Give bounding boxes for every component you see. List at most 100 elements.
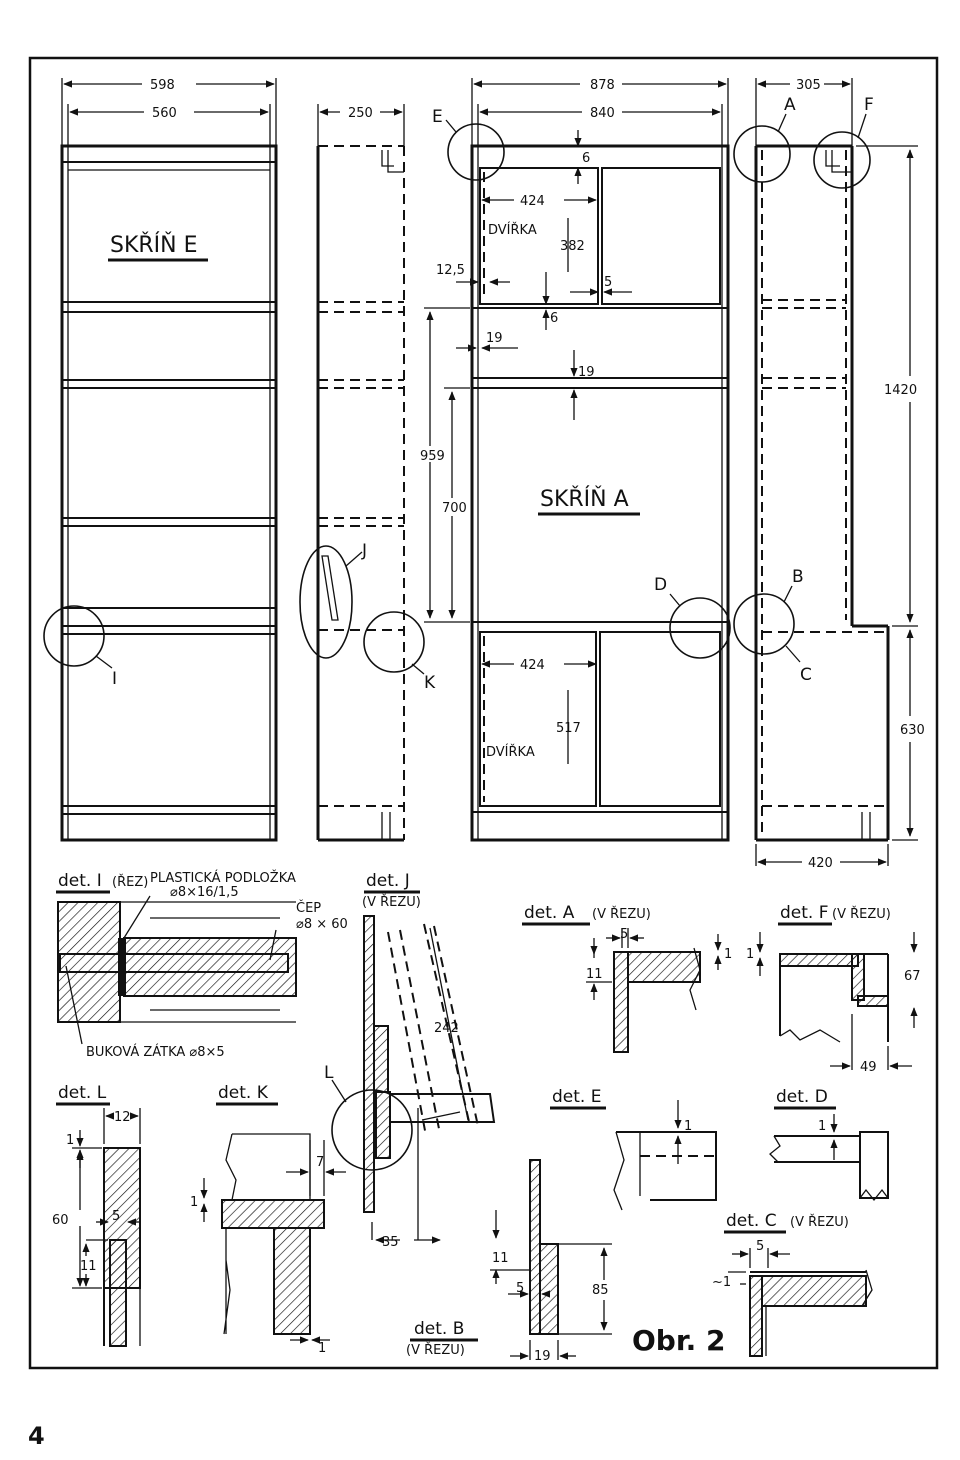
cabinet-a-side-view	[754, 144, 890, 842]
cabinet-e-title: SKŘÍŇ E	[110, 232, 198, 258]
detail-f-d1: 1	[746, 947, 754, 962]
callout-circle-l	[331, 1089, 413, 1171]
detail-i-pin-size: ⌀8 × 60	[296, 917, 348, 932]
cabinet-e-width-dims	[61, 78, 277, 146]
detail-k-d1: 7	[316, 1155, 324, 1170]
cabinet-a-width-dims	[471, 78, 729, 146]
detail-c-title: det. C	[726, 1211, 777, 1231]
page-number: 4	[28, 1422, 45, 1450]
detail-j-title: det. J	[366, 871, 410, 891]
callout-label-i: I	[112, 669, 117, 689]
detail-e-d2: 11	[492, 1251, 509, 1266]
detail-f-title: det. F	[780, 903, 829, 923]
figure-label: Obr. 2	[632, 1324, 726, 1357]
callout-circle-e	[447, 123, 505, 181]
dim-door-offset: 12,5	[436, 263, 465, 278]
dim-upper-door-height: 382	[560, 239, 585, 254]
callout-label-l: L	[324, 1063, 334, 1083]
detail-a-d1: 5	[620, 927, 628, 942]
dim-cabinet-e-depth: 250	[348, 106, 373, 121]
dim-cabinet-a-inner-width: 840	[590, 106, 615, 121]
detail-a-title: det. A	[524, 903, 575, 923]
detail-c-note: (V ŘEZU)	[790, 1214, 849, 1230]
callout-circle-i	[43, 605, 105, 667]
dim-side-thickness: 19	[486, 331, 503, 346]
detail-l-d3: 60	[52, 1213, 69, 1228]
detail-a-d2: 1	[724, 947, 732, 962]
callout-label-f: F	[864, 95, 874, 115]
callout-label-j: J	[361, 541, 367, 561]
detail-j-length: 242	[434, 1021, 459, 1036]
callout-label-k: K	[424, 673, 436, 693]
detail-e-d1: 1	[684, 1119, 692, 1134]
detail-l-d1: 12	[114, 1110, 131, 1125]
cabinet-a-front-view	[470, 144, 730, 842]
detail-e-d4: 85	[592, 1283, 609, 1298]
dim-cabinet-a-depth: 305	[796, 78, 821, 93]
cabinet-a-title: SKŘÍŇ A	[540, 486, 629, 512]
detail-j-offset: 35	[382, 1235, 399, 1250]
cabinet-a-lower-door-label: DVÍŘKA	[486, 744, 535, 760]
callout-label-d: D	[654, 575, 667, 595]
detail-k-d2: 1	[190, 1195, 198, 1210]
callout-circle-d	[669, 597, 731, 659]
cabinet-e-front-view	[60, 144, 278, 842]
detail-i-pad-size: ⌀8×16/1,5	[170, 885, 239, 900]
detail-i-title: det. I	[58, 871, 102, 891]
dim-lower-depth: 420	[808, 856, 833, 871]
detail-b-note: (V ŘEZU)	[406, 1342, 465, 1358]
callout-label-a: A	[784, 95, 796, 115]
detail-c-d2: ~1	[712, 1275, 731, 1290]
detail-l-d4: 5	[112, 1209, 120, 1224]
dim-opening-height: 959	[420, 449, 445, 464]
callout-circle-k	[363, 611, 425, 673]
detail-j-drawing	[331, 915, 496, 1244]
dim-cabinet-a-outer-width: 878	[590, 78, 615, 93]
cabinet-a-upper-door-label: DVÍŘKA	[488, 222, 537, 238]
detail-k-title: det. K	[218, 1083, 269, 1103]
detail-f-note: (V ŘEZU)	[832, 906, 891, 922]
callout-label-b: B	[792, 567, 804, 587]
callout-circle-b	[733, 593, 795, 655]
detail-l-d2: 1	[66, 1133, 74, 1148]
detail-a-d3: 11	[586, 967, 603, 982]
callout-circle-f	[813, 131, 871, 189]
detail-l-title: det. L	[58, 1083, 107, 1103]
dim-upper-door-width: 424	[520, 194, 545, 209]
dim-cabinet-e-outer-width: 598	[150, 78, 175, 93]
callout-label-e: E	[432, 107, 443, 127]
detail-e-d3: 5	[516, 1281, 524, 1296]
detail-d-d1: 1	[818, 1119, 826, 1134]
detail-i-pin-label: ČEP	[296, 900, 321, 916]
detail-b-title: det. B	[414, 1319, 464, 1339]
detail-a-note: (V ŘEZU)	[592, 906, 651, 922]
detail-f-d3: 49	[860, 1060, 877, 1075]
dim-top-gap: 6	[582, 151, 590, 166]
detail-k-drawing	[200, 1133, 346, 1344]
dim-lower-door-height: 517	[556, 721, 581, 736]
detail-d-drawing	[769, 1114, 889, 1202]
callout-label-c: C	[800, 665, 812, 685]
dim-shelf-height: 700	[442, 501, 467, 516]
detail-c-d1: 5	[756, 1239, 764, 1254]
detail-j-note: (V ŘEZU)	[362, 894, 421, 910]
detail-l-drawing	[72, 1108, 141, 1347]
detail-f-drawing	[756, 932, 918, 1070]
detail-i-drawing	[57, 895, 297, 1045]
detail-i-pad-label: PLASTICKÁ PODLOŽKA	[150, 870, 296, 886]
dim-lower-door-width: 424	[520, 658, 545, 673]
detail-e-d5: 19	[534, 1349, 551, 1364]
dim-lower-height: 630	[900, 723, 925, 738]
dim-shelf-thickness: 19	[578, 365, 595, 380]
dim-door-joint: 5	[604, 275, 612, 290]
cabinet-e-side-view	[316, 145, 405, 842]
detail-i-note: (ŘEZ)	[112, 874, 148, 890]
detail-c-drawing	[728, 1248, 873, 1357]
callout-circle-j	[299, 545, 353, 659]
detail-f-d2: 67	[904, 969, 921, 984]
detail-i-plug-label: BUKOVÁ ZÁTKA ⌀8×5	[86, 1044, 225, 1060]
dim-cabinet-e-inner-width: 560	[152, 106, 177, 121]
dim-door-gap: 6	[550, 311, 558, 326]
dim-cabinet-a-height: 1420	[884, 383, 917, 398]
